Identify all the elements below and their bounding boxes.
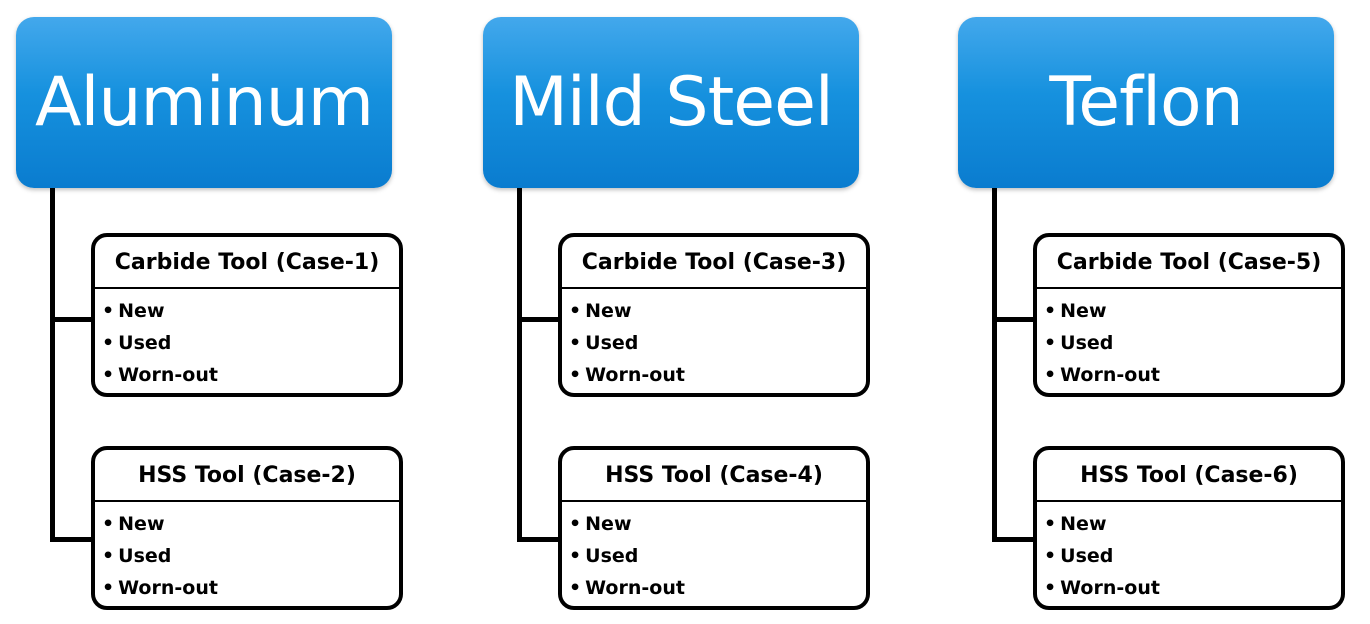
tool-title: HSS Tool (Case-6) [1037, 450, 1341, 502]
condition-item: •Used [1044, 327, 1341, 359]
condition-list: •New •Used •Worn-out [95, 502, 399, 604]
bullet-icon: • [1044, 513, 1057, 535]
condition-label: Used [118, 545, 172, 567]
bullet-icon: • [1044, 577, 1057, 599]
bullet-icon: • [1044, 545, 1057, 567]
tool-title: Carbide Tool (Case-3) [562, 237, 866, 289]
bullet-icon: • [569, 364, 582, 386]
condition-list: •New •Used •Worn-out [1037, 289, 1341, 391]
condition-item: •Worn-out [1044, 359, 1341, 391]
condition-label: New [1060, 300, 1107, 322]
tool-title: HSS Tool (Case-4) [562, 450, 866, 502]
condition-item: •Used [102, 327, 399, 359]
condition-label: New [585, 513, 632, 535]
condition-label: Used [585, 545, 639, 567]
connector-trunk [992, 188, 997, 542]
tool-title: HSS Tool (Case-2) [95, 450, 399, 502]
condition-label: New [585, 300, 632, 322]
bullet-icon: • [569, 332, 582, 354]
bullet-icon: • [1044, 332, 1057, 354]
connector-branch [517, 537, 563, 542]
tool-box-carbide: Carbide Tool (Case-1) •New •Used •Worn-o… [91, 233, 403, 397]
material-header: Mild Steel [483, 17, 859, 188]
bullet-icon: • [102, 300, 115, 322]
material-header: Aluminum [16, 17, 392, 188]
bullet-icon: • [1044, 364, 1057, 386]
connector-branch [50, 317, 96, 322]
bullet-icon: • [569, 300, 582, 322]
condition-label: Used [1060, 545, 1114, 567]
condition-item: •New [569, 295, 866, 327]
condition-label: Used [1060, 332, 1114, 354]
condition-item: •Used [569, 540, 866, 572]
condition-list: •New •Used •Worn-out [1037, 502, 1341, 604]
bullet-icon: • [1044, 300, 1057, 322]
condition-label: Worn-out [118, 364, 218, 386]
condition-label: Worn-out [1060, 364, 1160, 386]
condition-item: •New [569, 508, 866, 540]
bullet-icon: • [102, 545, 115, 567]
condition-label: Worn-out [585, 577, 685, 599]
condition-item: •Used [102, 540, 399, 572]
condition-list: •New •Used •Worn-out [95, 289, 399, 391]
condition-list: •New •Used •Worn-out [562, 502, 866, 604]
tool-box-carbide: Carbide Tool (Case-5) •New •Used •Worn-o… [1033, 233, 1345, 397]
bullet-icon: • [102, 513, 115, 535]
condition-item: •New [102, 295, 399, 327]
condition-item: •Worn-out [102, 359, 399, 391]
condition-item: •Used [569, 327, 866, 359]
condition-label: New [1060, 513, 1107, 535]
condition-item: •New [1044, 508, 1341, 540]
connector-branch [517, 317, 563, 322]
condition-label: New [118, 300, 165, 322]
connector-branch [50, 537, 96, 542]
condition-item: •Worn-out [569, 572, 866, 604]
tool-box-hss: HSS Tool (Case-4) •New •Used •Worn-out [558, 446, 870, 610]
tool-box-hss: HSS Tool (Case-6) •New •Used •Worn-out [1033, 446, 1345, 610]
bullet-icon: • [569, 545, 582, 567]
bullet-icon: • [102, 577, 115, 599]
condition-item: •New [102, 508, 399, 540]
condition-item: •Worn-out [102, 572, 399, 604]
connector-branch [992, 537, 1038, 542]
bullet-icon: • [102, 332, 115, 354]
bullet-icon: • [569, 513, 582, 535]
condition-label: Worn-out [585, 364, 685, 386]
condition-item: •Worn-out [1044, 572, 1341, 604]
condition-label: Used [118, 332, 172, 354]
condition-label: Used [585, 332, 639, 354]
connector-trunk [517, 188, 522, 542]
material-column-aluminum: Aluminum Carbide Tool (Case-1) •New •Use… [0, 0, 403, 624]
tool-title: Carbide Tool (Case-5) [1037, 237, 1341, 289]
condition-label: Worn-out [1060, 577, 1160, 599]
bullet-icon: • [569, 577, 582, 599]
condition-item: •Worn-out [569, 359, 866, 391]
bullet-icon: • [102, 364, 115, 386]
condition-label: New [118, 513, 165, 535]
material-column-teflon: Teflon Carbide Tool (Case-5) •New •Used … [942, 0, 1345, 624]
tool-box-carbide: Carbide Tool (Case-3) •New •Used •Worn-o… [558, 233, 870, 397]
connector-branch [992, 317, 1038, 322]
connector-trunk [50, 188, 55, 542]
condition-list: •New •Used •Worn-out [562, 289, 866, 391]
tool-title: Carbide Tool (Case-1) [95, 237, 399, 289]
condition-item: •Used [1044, 540, 1341, 572]
material-column-mild-steel: Mild Steel Carbide Tool (Case-3) •New •U… [467, 0, 870, 624]
tool-box-hss: HSS Tool (Case-2) •New •Used •Worn-out [91, 446, 403, 610]
condition-item: •New [1044, 295, 1341, 327]
condition-label: Worn-out [118, 577, 218, 599]
material-header: Teflon [958, 17, 1334, 188]
